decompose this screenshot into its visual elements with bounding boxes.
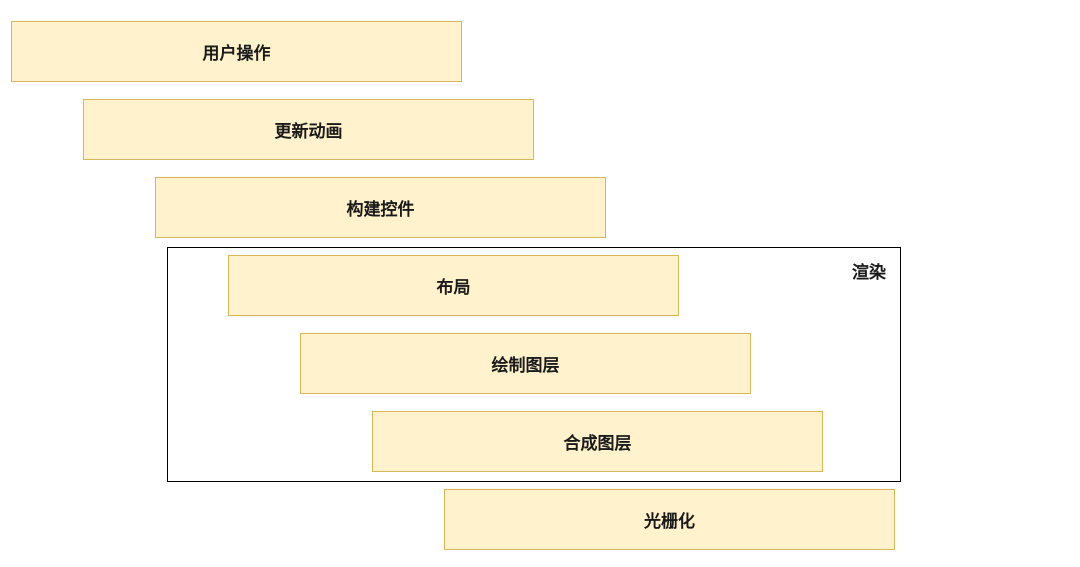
step-label: 布局 — [436, 278, 471, 298]
step-paint-layers: 绘制图层 — [300, 333, 751, 394]
step-user-action: 用户操作 — [11, 21, 462, 82]
step-layout: 布局 — [228, 255, 679, 316]
step-build-widgets: 构建控件 — [155, 177, 606, 238]
step-update-animation: 更新动画 — [83, 99, 534, 160]
render-group-label: 渲染 — [852, 263, 886, 283]
step-label: 更新动画 — [274, 122, 343, 142]
step-label: 用户操作 — [202, 44, 271, 64]
render-group: 渲染 — [167, 247, 901, 482]
step-label: 合成图层 — [563, 434, 632, 454]
step-rasterize: 光栅化 — [444, 489, 895, 550]
step-label: 绘制图层 — [491, 356, 560, 376]
step-composite-layers: 合成图层 — [372, 411, 823, 472]
step-label: 光栅化 — [644, 512, 695, 532]
step-label: 构建控件 — [346, 200, 415, 220]
